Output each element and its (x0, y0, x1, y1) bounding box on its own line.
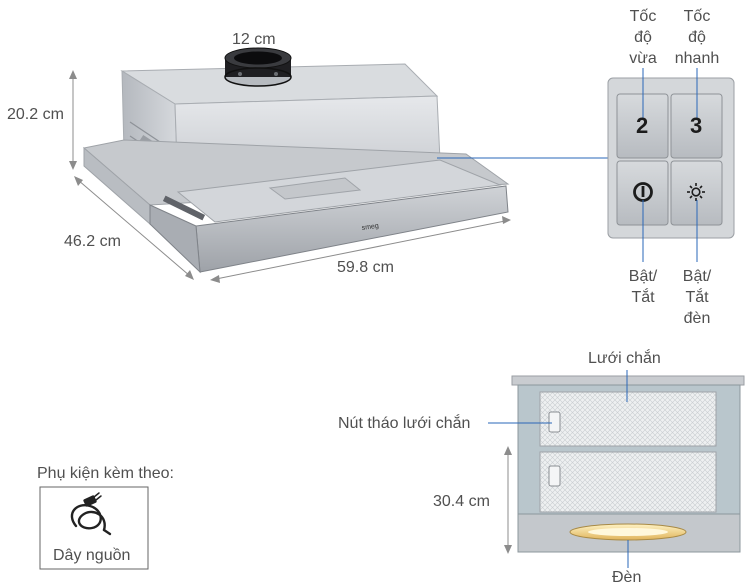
accessory-item-label: Dây nguồn (53, 547, 131, 564)
width-label: 59.8 cm (337, 259, 394, 276)
light-icon (687, 183, 705, 201)
key-2-label: 2 (636, 113, 649, 138)
speed-medium-label-line2: độ (634, 29, 652, 46)
power-label: Bật/ Tắt (619, 266, 667, 308)
light-label-line2: Tắt (685, 289, 709, 306)
key-3-label: 3 (690, 113, 703, 138)
release-button-label: Nút tháo lưới chắn (338, 415, 471, 432)
dimension-lines (69, 70, 512, 554)
speed-high-label-line3: nhanh (674, 50, 720, 67)
brand-logo: smeg (361, 223, 379, 232)
front-view-illustration (488, 370, 745, 568)
speed-medium-label-line3: vừa (629, 50, 657, 67)
depth-label: 46.2 cm (64, 233, 121, 250)
front-height-label: 30.4 cm (433, 493, 490, 510)
control-panel (607, 68, 735, 262)
filter-label: Lưới chắn (588, 350, 661, 367)
power-label-line2: Tắt (631, 289, 655, 306)
range-hood-illustration: smeg (82, 47, 510, 274)
light-label-line1: Bật/ (682, 268, 712, 285)
height-label: 20.2 cm (7, 106, 64, 123)
power-cord-icon (70, 492, 112, 536)
speed-high-label: Tốc độ nhanh (668, 6, 726, 69)
speed-high-label-line1: Tốc (683, 8, 711, 25)
duct-diameter-label: 12 cm (232, 31, 276, 48)
speed-high-label-line2: độ (688, 29, 706, 46)
speed-medium-label-line1: Tốc (629, 8, 657, 25)
lamp-label: Đèn (612, 569, 642, 586)
light-label: Bật/ Tắt đèn (673, 266, 721, 329)
speed-medium-label: Tốc độ vừa (619, 6, 667, 69)
power-label-line1: Bật/ (628, 268, 658, 285)
accessory-box (39, 486, 149, 570)
light-label-line3: đèn (683, 310, 711, 327)
accessories-title: Phụ kiện kèm theo: (37, 465, 174, 482)
